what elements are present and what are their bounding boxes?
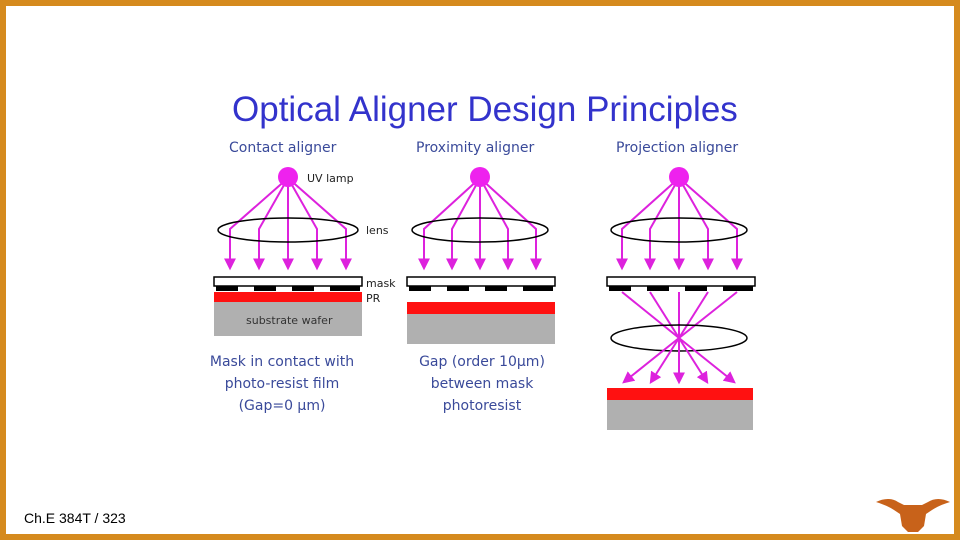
substrate-wafer bbox=[214, 302, 362, 336]
proximity-rays bbox=[418, 177, 542, 271]
mask-pattern bbox=[409, 286, 553, 291]
course-footer: Ch.E 384T / 323 bbox=[24, 510, 126, 526]
projection-rays-bottom bbox=[621, 291, 738, 339]
heading-proximity: Proximity aligner bbox=[416, 140, 534, 156]
contact-aligner-diagram: substrate wafer UV lamp lens mask PR Mas… bbox=[210, 167, 396, 414]
uv-lamp-icon bbox=[470, 167, 490, 187]
contact-caption-1: Mask in contact with bbox=[210, 354, 354, 370]
longhorn-logo bbox=[876, 499, 950, 532]
lens-label: lens bbox=[366, 224, 389, 237]
projection-aligner-diagram bbox=[606, 167, 756, 430]
photoresist-layer bbox=[407, 302, 555, 314]
mask-pattern bbox=[216, 286, 360, 291]
projection-rays-top bbox=[616, 177, 743, 271]
mask bbox=[213, 276, 363, 287]
photoresist-layer bbox=[214, 292, 362, 302]
proximity-caption-3: photoresist bbox=[443, 398, 522, 414]
proximity-caption-2: between mask bbox=[431, 376, 535, 392]
proximity-caption-1: Gap (order 10µm) bbox=[419, 354, 545, 370]
uv-lamp-icon bbox=[278, 167, 298, 187]
photoresist-layer bbox=[607, 388, 753, 400]
substrate-wafer bbox=[407, 314, 555, 344]
uv-lamp-label: UV lamp bbox=[307, 172, 354, 185]
substrate-label: substrate wafer bbox=[246, 314, 333, 327]
projection-rays-focus bbox=[622, 337, 736, 385]
uv-lamp-icon bbox=[669, 167, 689, 187]
mask-label: mask bbox=[366, 277, 396, 290]
mask bbox=[406, 276, 556, 287]
heading-projection: Projection aligner bbox=[616, 140, 738, 156]
contact-caption-3: (Gap=0 µm) bbox=[239, 398, 326, 414]
lens bbox=[610, 217, 748, 243]
mask bbox=[606, 276, 756, 287]
contact-rays bbox=[224, 177, 352, 271]
substrate-wafer bbox=[607, 400, 753, 430]
proximity-aligner-diagram: Gap (order 10µm) between mask photoresis… bbox=[406, 167, 556, 414]
lens bbox=[217, 217, 359, 243]
lens bbox=[411, 217, 549, 243]
contact-caption-2: photo-resist film bbox=[225, 376, 340, 392]
pr-label: PR bbox=[366, 292, 381, 305]
slide-title: Optical Aligner Design Principles bbox=[232, 90, 738, 129]
heading-contact: Contact aligner bbox=[229, 140, 337, 156]
mask-pattern bbox=[609, 286, 753, 291]
